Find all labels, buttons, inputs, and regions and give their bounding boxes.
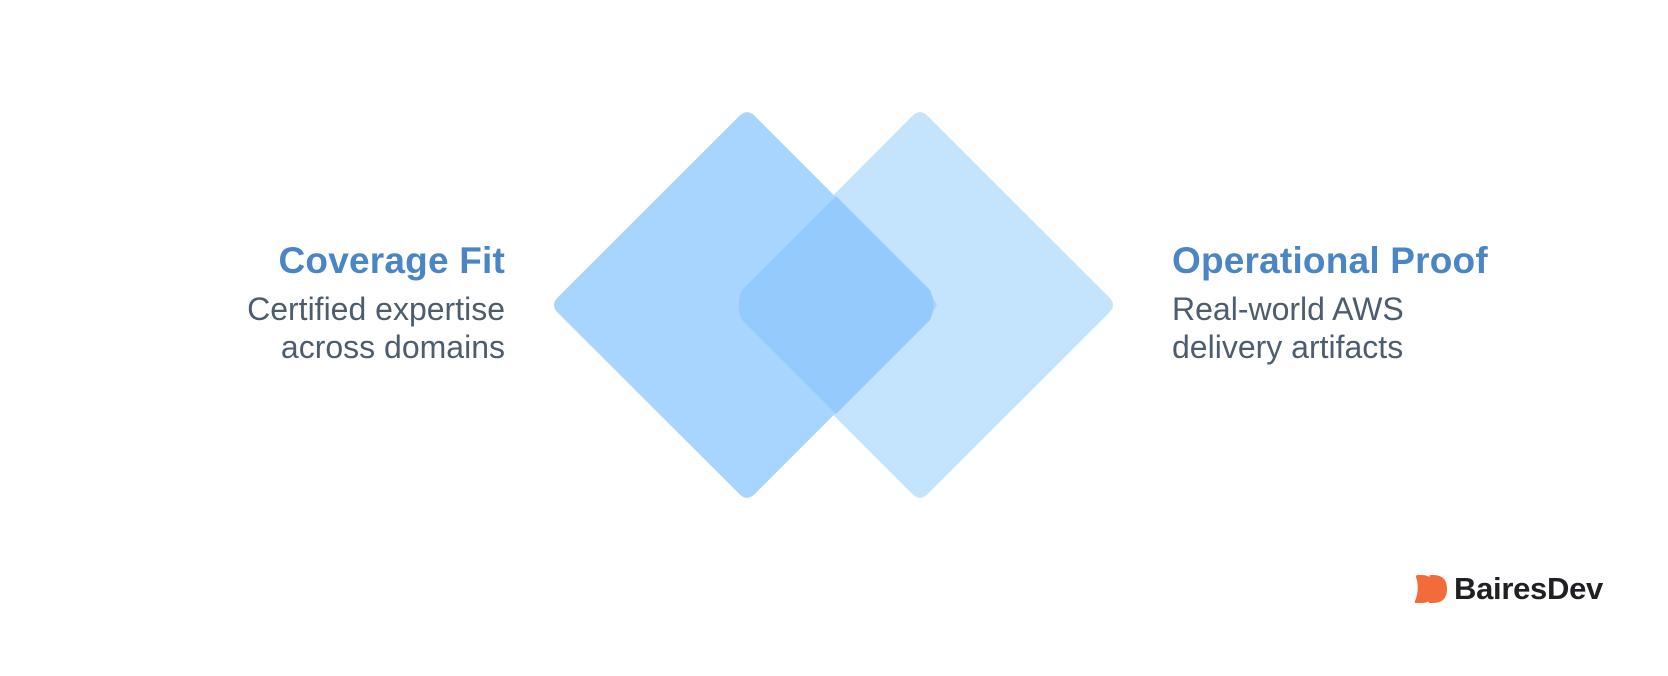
- operational-proof-desc-line1: Real-world AWS: [1172, 291, 1404, 327]
- operational-proof-description: Real-world AWS delivery artifacts: [1172, 290, 1592, 366]
- bairesdev-logo: BairesDev: [1414, 571, 1603, 607]
- operational-proof-label-group: Operational Proof Real-world AWS deliver…: [1172, 238, 1592, 366]
- coverage-fit-description: Certified expertise across domains: [85, 290, 505, 366]
- diamond-overlap: [738, 196, 934, 414]
- coverage-fit-desc-line1: Certified expertise: [247, 291, 505, 327]
- bairesdev-mark-icon: [1414, 575, 1447, 603]
- operational-proof-desc-line2: delivery artifacts: [1172, 329, 1404, 365]
- coverage-fit-desc-line2: across domains: [280, 329, 505, 365]
- bairesdev-wordmark: BairesDev: [1454, 571, 1603, 606]
- coverage-fit-label-group: Coverage Fit Certified expertise across …: [85, 238, 505, 366]
- operational-proof-title: Operational Proof: [1172, 240, 1488, 281]
- coverage-fit-title: Coverage Fit: [278, 240, 505, 281]
